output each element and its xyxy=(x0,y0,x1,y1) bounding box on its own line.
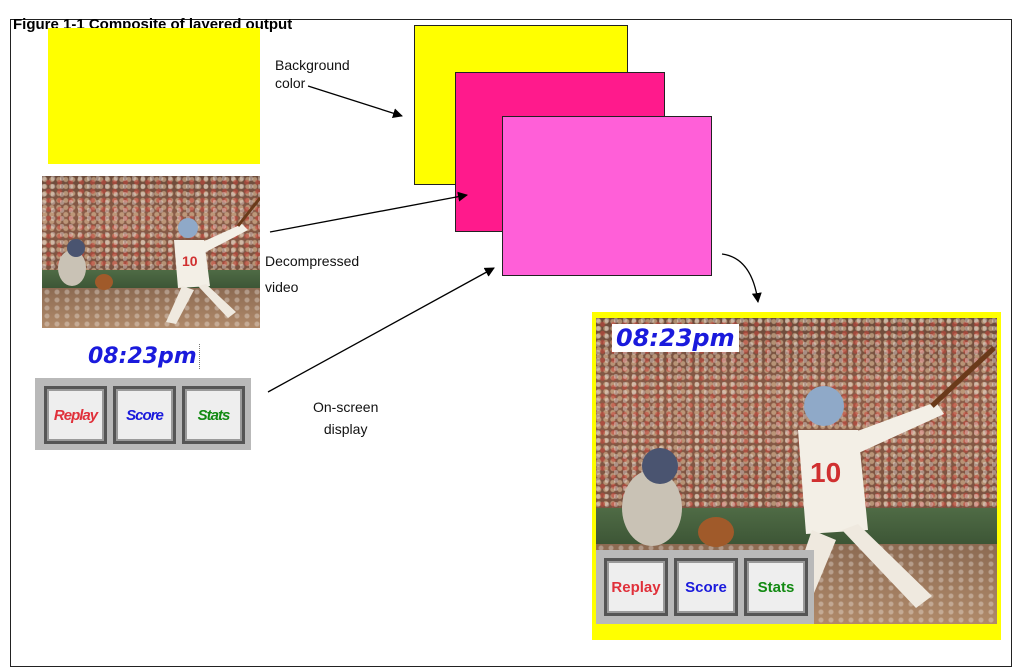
arrow-background-to-layer xyxy=(307,85,403,119)
stats-button-composite[interactable]: Stats xyxy=(744,558,808,616)
score-button-source-label: Score xyxy=(126,406,164,424)
osd-clock-source: 08:23pm xyxy=(88,344,200,369)
composite-output: 10 08:23pm Replay Score Stats xyxy=(592,312,1001,640)
score-button-composite[interactable]: Score xyxy=(674,558,738,616)
background-color-label-line1: Background xyxy=(275,57,350,73)
osd-button-bar-composite: Replay Score Stats xyxy=(596,550,814,624)
stats-button-source-label: Stats xyxy=(197,406,231,424)
arrow-video-to-layer xyxy=(269,191,468,233)
osd-clock-composite: 08:23pm xyxy=(612,324,739,352)
decompressed-video-label-line1: Decompressed xyxy=(265,253,360,269)
arrow-layers-to-composite xyxy=(721,253,762,303)
on-screen-display-label-line2: display xyxy=(323,421,368,437)
svg-text:10: 10 xyxy=(182,253,198,269)
on-screen-display-label: On-screen display xyxy=(313,396,378,440)
on-screen-display-label-line1: On-screen xyxy=(313,399,379,415)
composite-video: 10 08:23pm Replay Score Stats xyxy=(596,318,997,624)
background-color-label-line2: color xyxy=(275,75,306,91)
replay-button-source-label: Replay xyxy=(53,406,98,424)
replay-button-source[interactable]: Replay xyxy=(44,386,107,444)
score-button-source[interactable]: Score xyxy=(113,386,176,444)
score-button-composite-label: Score xyxy=(685,578,727,596)
osd-layer xyxy=(502,116,712,276)
stats-button-source[interactable]: Stats xyxy=(182,386,245,444)
replay-button-composite[interactable]: Replay xyxy=(604,558,668,616)
background-color-swatch xyxy=(48,28,260,164)
decompressed-video-label: Decompressed video xyxy=(265,248,359,300)
arrow-osd-to-layer xyxy=(267,267,495,393)
decompressed-video-thumbnail: 10 xyxy=(42,176,260,328)
background-color-label: Background color xyxy=(275,56,350,92)
replay-button-composite-label: Replay xyxy=(611,578,661,596)
osd-button-bar-source: Replay Score Stats xyxy=(35,378,251,450)
svg-text:10: 10 xyxy=(810,457,841,488)
decompressed-video-label-line2: video xyxy=(265,279,299,295)
stats-button-composite-label: Stats xyxy=(757,578,795,596)
